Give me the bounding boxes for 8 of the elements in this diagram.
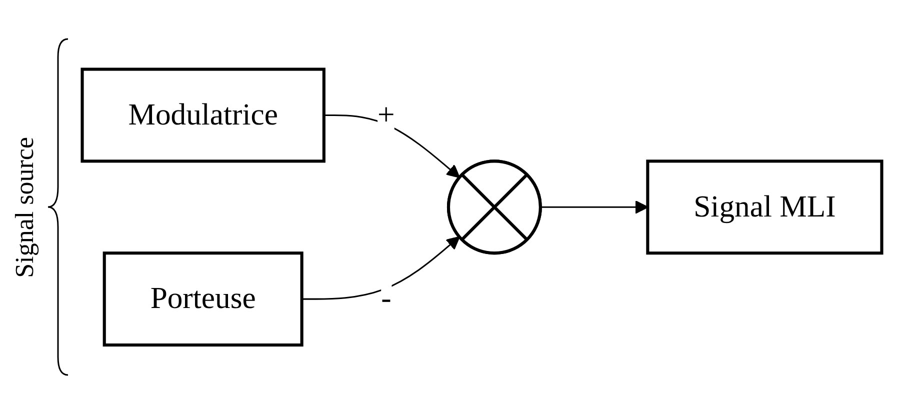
- side-label: Signal source: [10, 136, 40, 278]
- edge-label: -: [381, 282, 392, 316]
- edge-label: +: [378, 98, 395, 132]
- arrow: [540, 200, 648, 214]
- node-box: Porteuse: [102, 251, 304, 346]
- node-box: Modulatrice: [80, 68, 326, 163]
- arrow: [302, 236, 460, 300]
- node-box: Signal MLI: [646, 160, 884, 254]
